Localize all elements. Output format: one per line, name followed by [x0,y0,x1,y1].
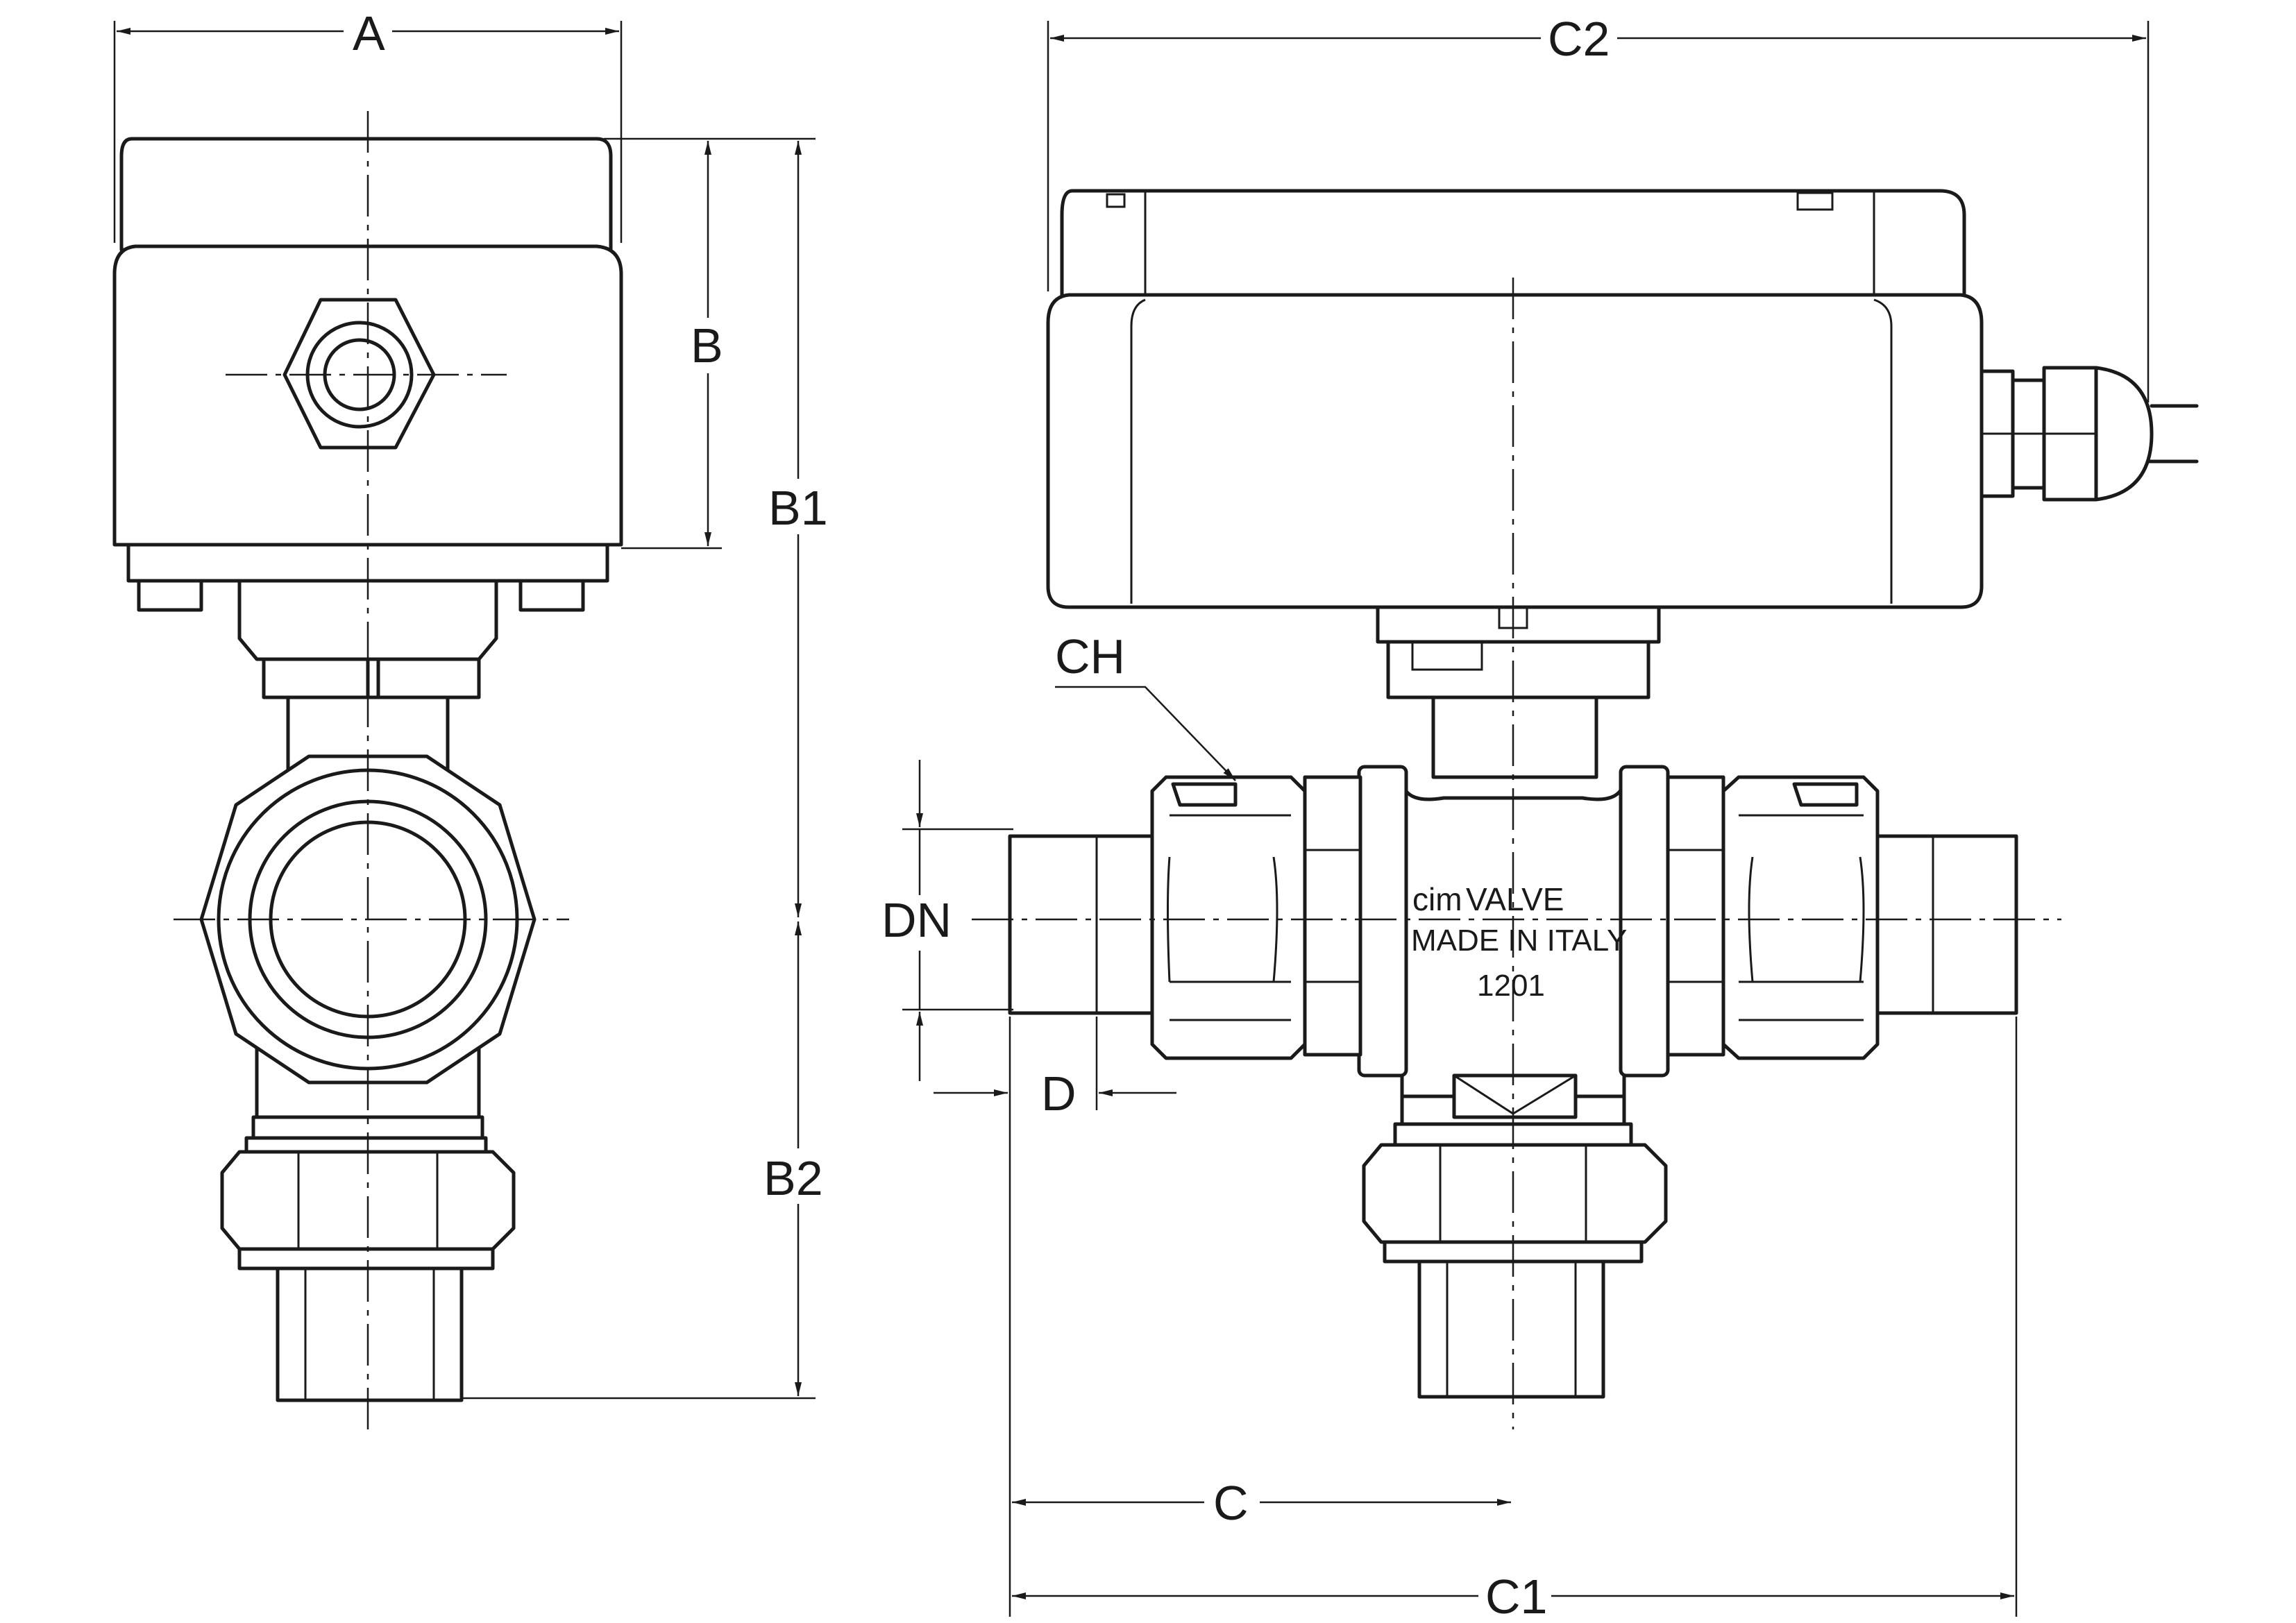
dim-label-b: B [691,318,723,373]
lower-ring2-side [244,1136,488,1154]
body-marking-origin: MADE IN ITALY [1411,924,1627,958]
side-view [112,111,623,1429]
stem-front [1431,695,1598,779]
left-thread [1008,834,1154,1015]
body-ring-right [1619,765,1670,1078]
bracket-lower-front [1386,640,1651,699]
dim-leader-ch [1055,686,1236,781]
lower-thread-side [276,1266,464,1402]
cable-gland-cap [2094,366,2154,502]
right-union-nut [1721,775,1880,1060]
dim-label-b2: B2 [763,1151,823,1205]
dim-label-c1: C1 [1485,1570,1547,1623]
right-union-hex-a [1666,775,1725,1057]
dim-label-dn: DN [881,893,952,947]
dim-label-b1: B1 [768,481,828,535]
body-marking-code: 1201 [1477,969,1545,1003]
front-view: cim VALVE MADE IN ITALY 1201 [972,189,2199,1429]
actuator-body-front [1046,293,1984,609]
dim-label-c2: C2 [1548,12,1610,66]
left-union-nut [1150,775,1307,1060]
lower-collar-side [237,1247,495,1271]
left-union-hex-a [1303,775,1362,1057]
body-ring-left [1357,765,1408,1078]
actuator-cover-side [119,137,613,252]
bolt-left-side [137,579,203,612]
dim-label-d: D [1041,1067,1077,1121]
bracket-front [1376,605,1661,644]
body-marking-brand: cim [1412,881,1462,917]
lower-hex-window [1452,1073,1578,1119]
lower-union-nut-front [1362,1143,1668,1244]
right-thread [1875,834,2018,1015]
dim-label-a: A [353,6,385,60]
bolt-right-side [518,579,585,612]
dimensions: A B B1 B2 C2 CH DN [113,6,2150,1623]
lower-thread-front [1417,1259,1605,1399]
dim-label-c: C [1213,1476,1249,1530]
body-marking-brand-suffix: VALVE [1466,881,1564,917]
coupling-right-side [376,657,481,699]
coupling-left-side [262,657,370,699]
dim-label-ch: CH [1055,629,1125,683]
